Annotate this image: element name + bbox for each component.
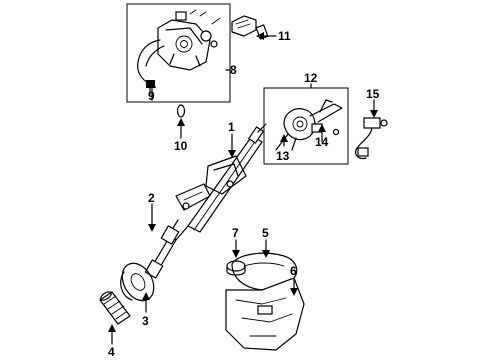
callout-8: 8 [230,63,237,77]
callout-12: 12 [304,71,318,85]
intermediate-shaft-illustration [120,225,180,302]
callout-9: 9 [148,89,155,103]
callout-6: 6 [290,264,297,278]
inset-box-ignition [126,3,231,103]
callout-5: 5 [262,226,269,240]
leader-lines [108,32,378,345]
callout-14: 14 [315,135,329,149]
callout-13: 13 [276,149,290,163]
callout-3: 3 [142,314,149,328]
callout-11: 11 [278,29,291,43]
column-cover-upper-illustration [231,252,298,291]
callout-1: 1 [228,120,235,134]
callout-10: 10 [174,139,188,153]
callout-2: 2 [148,191,155,205]
callout-15: 15 [366,87,380,101]
wiring-harness-illustration [355,117,388,160]
ignition-lock-assembly-illustration [137,9,221,95]
steering-column-illustration [167,123,267,241]
bushing-illustration [226,260,246,276]
callout-7: 7 [232,226,239,240]
combination-switch-illustration [275,99,343,151]
column-cover-lower-illustration [225,277,305,351]
retainer-clip-illustration [176,104,186,118]
steering-boot-illustration [99,291,131,325]
callout-4: 4 [108,345,115,359]
